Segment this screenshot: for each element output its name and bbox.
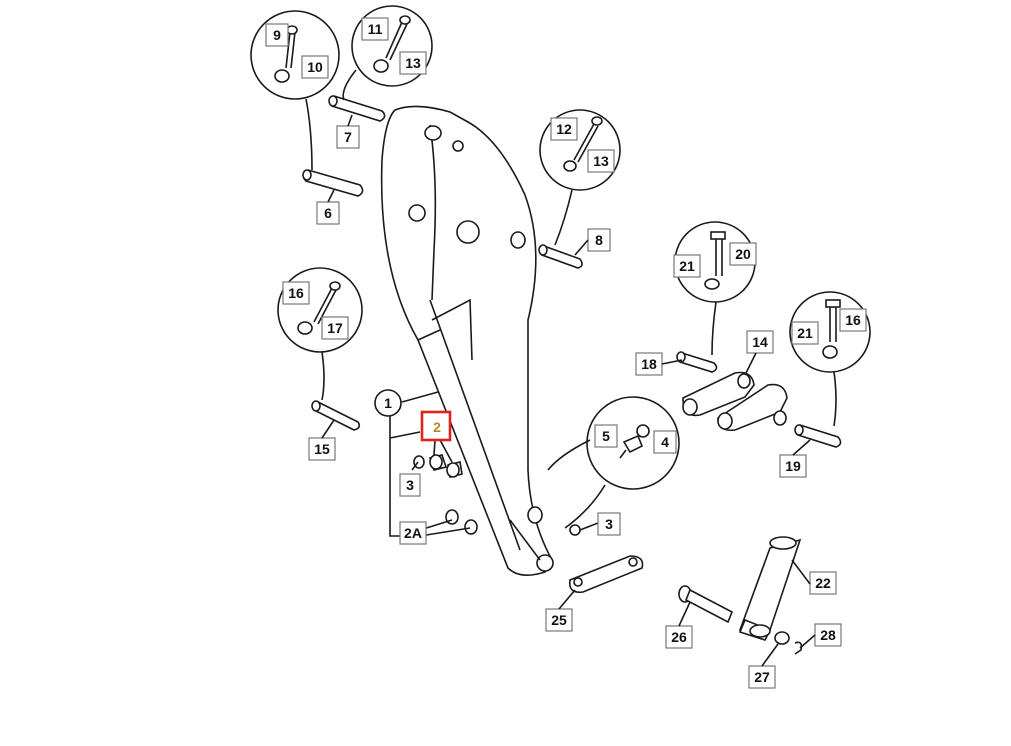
svg-text:5: 5 — [602, 428, 610, 444]
callout-21-left: 21 — [673, 254, 701, 278]
svg-text:27: 27 — [754, 669, 770, 685]
callout-28: 28 — [814, 623, 842, 647]
callout-6: 6 — [316, 201, 340, 225]
svg-text:4: 4 — [661, 434, 669, 450]
bushings-2a — [445, 509, 478, 535]
svg-text:21: 21 — [679, 258, 695, 274]
callout-8: 8 — [587, 228, 611, 252]
plate-25 — [568, 555, 644, 594]
pin-19 — [794, 424, 842, 448]
boom-arm — [380, 105, 554, 576]
callout-12: 12 — [550, 117, 578, 141]
svg-text:16: 16 — [845, 312, 861, 328]
svg-text:19: 19 — [785, 458, 801, 474]
callout-10: 10 — [301, 55, 329, 79]
bubble-20-21 — [674, 221, 756, 356]
bushings-2 — [413, 454, 463, 478]
bubble-4-5 — [547, 396, 680, 529]
callout-leaders — [321, 114, 816, 667]
pin-7 — [328, 95, 386, 122]
callout-2a: 2A — [399, 521, 427, 545]
callout-26: 26 — [665, 625, 693, 649]
svg-text:16: 16 — [288, 285, 304, 301]
svg-text:8: 8 — [595, 232, 603, 248]
callout-16-left: 16 — [282, 281, 310, 305]
callout-3-right: 3 — [597, 512, 621, 536]
callout-1: 1 — [374, 389, 402, 417]
svg-text:17: 17 — [327, 320, 343, 336]
callout-4: 4 — [653, 430, 677, 454]
svg-text:10: 10 — [307, 59, 323, 75]
pin-6 — [302, 169, 364, 197]
svg-text:2: 2 — [433, 419, 441, 435]
callout-17: 17 — [321, 316, 349, 340]
callout-25: 25 — [545, 608, 573, 632]
svg-text:9: 9 — [273, 27, 281, 43]
callout-13-top: 13 — [399, 51, 427, 75]
svg-text:26: 26 — [671, 629, 687, 645]
svg-text:13: 13 — [405, 55, 421, 71]
svg-text:6: 6 — [324, 205, 332, 221]
svg-text:2A: 2A — [404, 525, 422, 541]
callout-19: 19 — [779, 454, 807, 478]
callout-14: 14 — [746, 330, 774, 354]
callout-11: 11 — [361, 17, 389, 41]
svg-text:21: 21 — [797, 325, 813, 341]
pin-18 — [676, 351, 718, 373]
callout-20: 20 — [729, 242, 757, 266]
svg-text:11: 11 — [368, 21, 383, 37]
callout-27: 27 — [748, 665, 776, 689]
callout-22: 22 — [809, 571, 837, 595]
callout-9: 9 — [265, 23, 289, 47]
callout-16-right: 16 — [839, 308, 867, 332]
pin-26 — [678, 585, 734, 624]
callout-21-right: 21 — [791, 321, 819, 345]
svg-text:18: 18 — [641, 356, 657, 372]
link-22 — [738, 536, 802, 641]
svg-text:20: 20 — [735, 246, 751, 262]
svg-text:13: 13 — [593, 153, 609, 169]
clip-28 — [794, 641, 803, 655]
svg-text:7: 7 — [344, 129, 352, 145]
link-14 — [682, 371, 788, 432]
washer-3 — [569, 524, 581, 536]
washer-27 — [774, 631, 790, 645]
svg-text:3: 3 — [406, 477, 414, 493]
callout-7: 7 — [336, 125, 360, 149]
svg-text:15: 15 — [314, 441, 330, 457]
svg-text:25: 25 — [551, 612, 567, 628]
callout-15: 15 — [308, 437, 336, 461]
callout-2-highlight[interactable]: 2 — [420, 410, 452, 442]
callout-3-left: 3 — [399, 473, 421, 497]
svg-text:28: 28 — [820, 627, 836, 643]
callout-18: 18 — [635, 352, 663, 376]
svg-text:14: 14 — [752, 334, 768, 350]
callout-13-right: 13 — [587, 149, 615, 173]
callout-5: 5 — [594, 424, 618, 448]
svg-text:3: 3 — [605, 516, 613, 532]
svg-text:1: 1 — [384, 395, 392, 411]
pin-8 — [538, 244, 583, 269]
svg-text:22: 22 — [815, 575, 831, 591]
pin-15 — [311, 400, 361, 431]
bubble-9-10 — [250, 10, 340, 171]
svg-text:12: 12 — [556, 121, 572, 137]
